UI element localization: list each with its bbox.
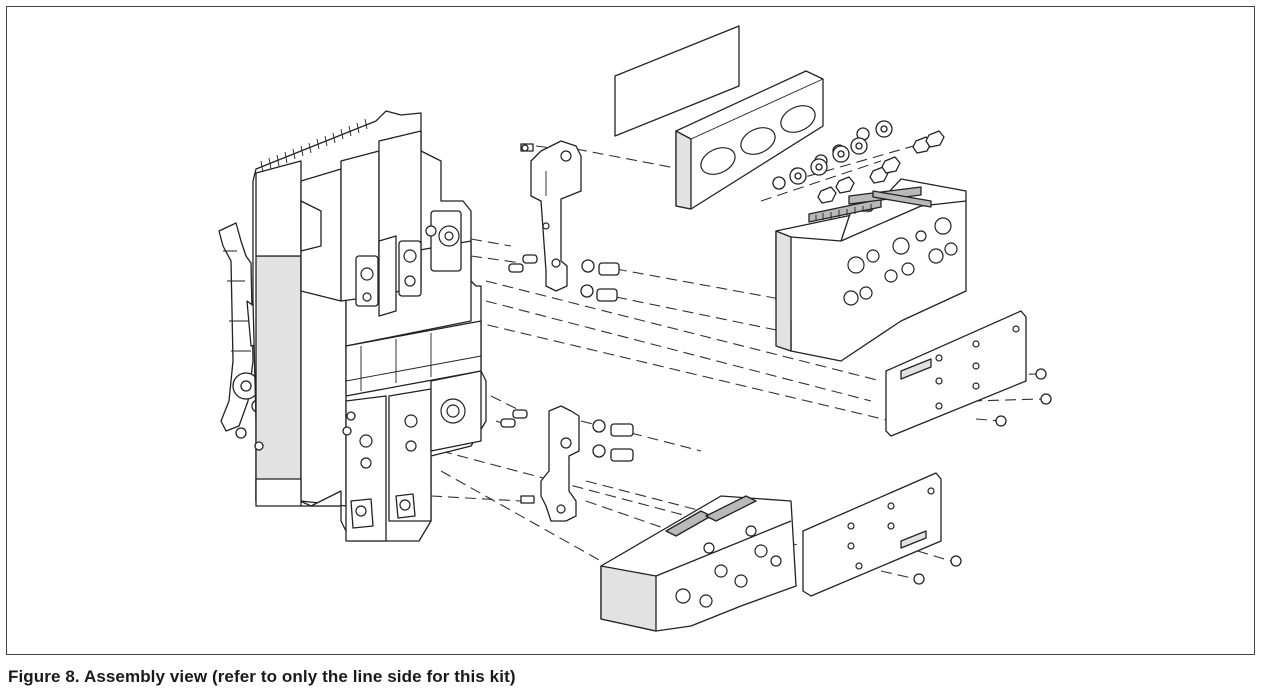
breaker-body [218, 110, 487, 542]
insulation-card [614, 25, 740, 137]
lower-terminal-strap [500, 405, 634, 522]
figure-frame [6, 6, 1255, 655]
upper-terminal-shield [775, 178, 967, 362]
lower-side-plate [802, 472, 962, 597]
terminal-cover-plate [675, 70, 824, 210]
upper-side-plate [885, 310, 1052, 437]
figure-caption: Figure 8. Assembly view (refer to only t… [8, 667, 516, 686]
upper-terminal-strap [508, 140, 620, 302]
lower-terminal-shield [600, 495, 797, 632]
assembly-drawing [218, 25, 1052, 632]
washers-and-nuts [772, 120, 945, 204]
